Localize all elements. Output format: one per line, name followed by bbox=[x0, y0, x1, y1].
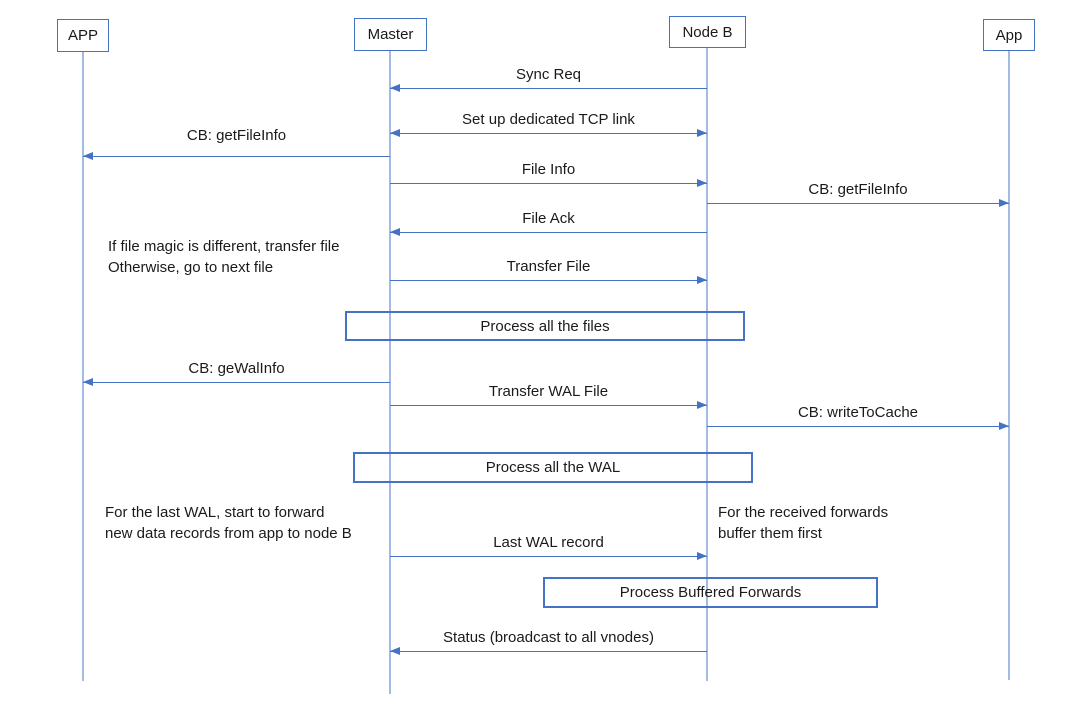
annotation-file-magic: If file magic is different, transfer fil… bbox=[108, 236, 339, 278]
message-label: Transfer WAL File bbox=[488, 383, 609, 400]
message-label: File Ack bbox=[522, 210, 575, 227]
arrow-line bbox=[390, 232, 707, 233]
arrowhead-left-icon bbox=[390, 83, 400, 92]
arrowhead-right-icon bbox=[697, 178, 707, 187]
message-label: CB: getFileInfo bbox=[186, 127, 287, 144]
arrowhead-right-icon bbox=[697, 551, 707, 560]
annotation-line: Otherwise, go to next file bbox=[108, 259, 274, 276]
arrowhead-left-icon bbox=[390, 227, 400, 236]
annotation-line: For the last WAL, start to forward bbox=[105, 504, 325, 521]
lifeline-master bbox=[389, 51, 391, 694]
participant-node-b: Node B bbox=[669, 16, 746, 48]
arrow-line bbox=[390, 280, 707, 281]
lifeline-app-right bbox=[1008, 51, 1010, 680]
message-label: Set up dedicated TCP link bbox=[462, 111, 635, 128]
message-label: CB: geWalInfo bbox=[188, 360, 285, 377]
annotation-line: For the received forwards bbox=[718, 504, 889, 521]
participant-label: APP bbox=[67, 27, 98, 44]
message-label: Last WAL record bbox=[493, 534, 604, 551]
arrowhead-left-icon bbox=[390, 646, 400, 655]
arrow-line bbox=[390, 651, 707, 652]
arrowhead-right-icon bbox=[999, 421, 1009, 430]
message-label: CB: writeToCache bbox=[797, 404, 919, 421]
arrowhead-left-icon bbox=[83, 377, 93, 386]
process-box-files: Process all the files bbox=[345, 311, 745, 341]
process-box-buffered-forwards: Process Buffered Forwards bbox=[543, 577, 878, 608]
arrow-line bbox=[83, 156, 390, 157]
process-box-label: Process all the WAL bbox=[485, 459, 621, 476]
annotation-line: buffer them first bbox=[718, 525, 822, 542]
message-label: Sync Req bbox=[515, 66, 582, 83]
process-box-label: Process all the files bbox=[480, 317, 610, 335]
participant-label: Master bbox=[367, 26, 414, 43]
lifeline-node-b bbox=[706, 48, 708, 681]
annotation-line: new data records from app to node B bbox=[105, 525, 352, 542]
arrow-line bbox=[83, 382, 390, 383]
arrow-line bbox=[390, 133, 707, 134]
participant-label: App bbox=[995, 26, 1023, 44]
arrow-line bbox=[390, 556, 707, 557]
process-box-label: Process Buffered Forwards bbox=[619, 584, 802, 601]
arrow-line bbox=[390, 183, 707, 184]
arrow-line bbox=[707, 426, 1009, 427]
arrow-line bbox=[390, 88, 707, 89]
process-box-wal: Process all the WAL bbox=[353, 452, 753, 483]
arrowhead-right-icon bbox=[697, 400, 707, 409]
participant-app-right: App bbox=[983, 19, 1035, 51]
message-label: Transfer File bbox=[506, 258, 591, 275]
arrow-line bbox=[390, 405, 707, 406]
message-label: CB: getFileInfo bbox=[808, 181, 908, 198]
arrowhead-right-icon bbox=[999, 198, 1009, 207]
arrowhead-left-icon bbox=[83, 151, 93, 160]
participant-label: Node B bbox=[682, 23, 733, 41]
arrow-line bbox=[707, 203, 1009, 204]
annotation-last-wal-forward: For the last WAL, start to forward new d… bbox=[105, 502, 352, 544]
arrowhead-right-icon bbox=[697, 275, 707, 284]
participant-app-left: APP bbox=[57, 19, 109, 52]
message-label: Status (broadcast to all vnodes) bbox=[443, 629, 654, 646]
participant-master: Master bbox=[354, 18, 427, 51]
arrowhead-left-icon bbox=[390, 128, 400, 137]
arrowhead-right-icon bbox=[697, 128, 707, 137]
annotation-line: If file magic is different, transfer fil… bbox=[108, 238, 340, 255]
annotation-buffer-forwards: For the received forwards buffer them fi… bbox=[718, 502, 888, 544]
lifeline-app-left bbox=[82, 52, 84, 681]
message-label: File Info bbox=[521, 161, 576, 178]
